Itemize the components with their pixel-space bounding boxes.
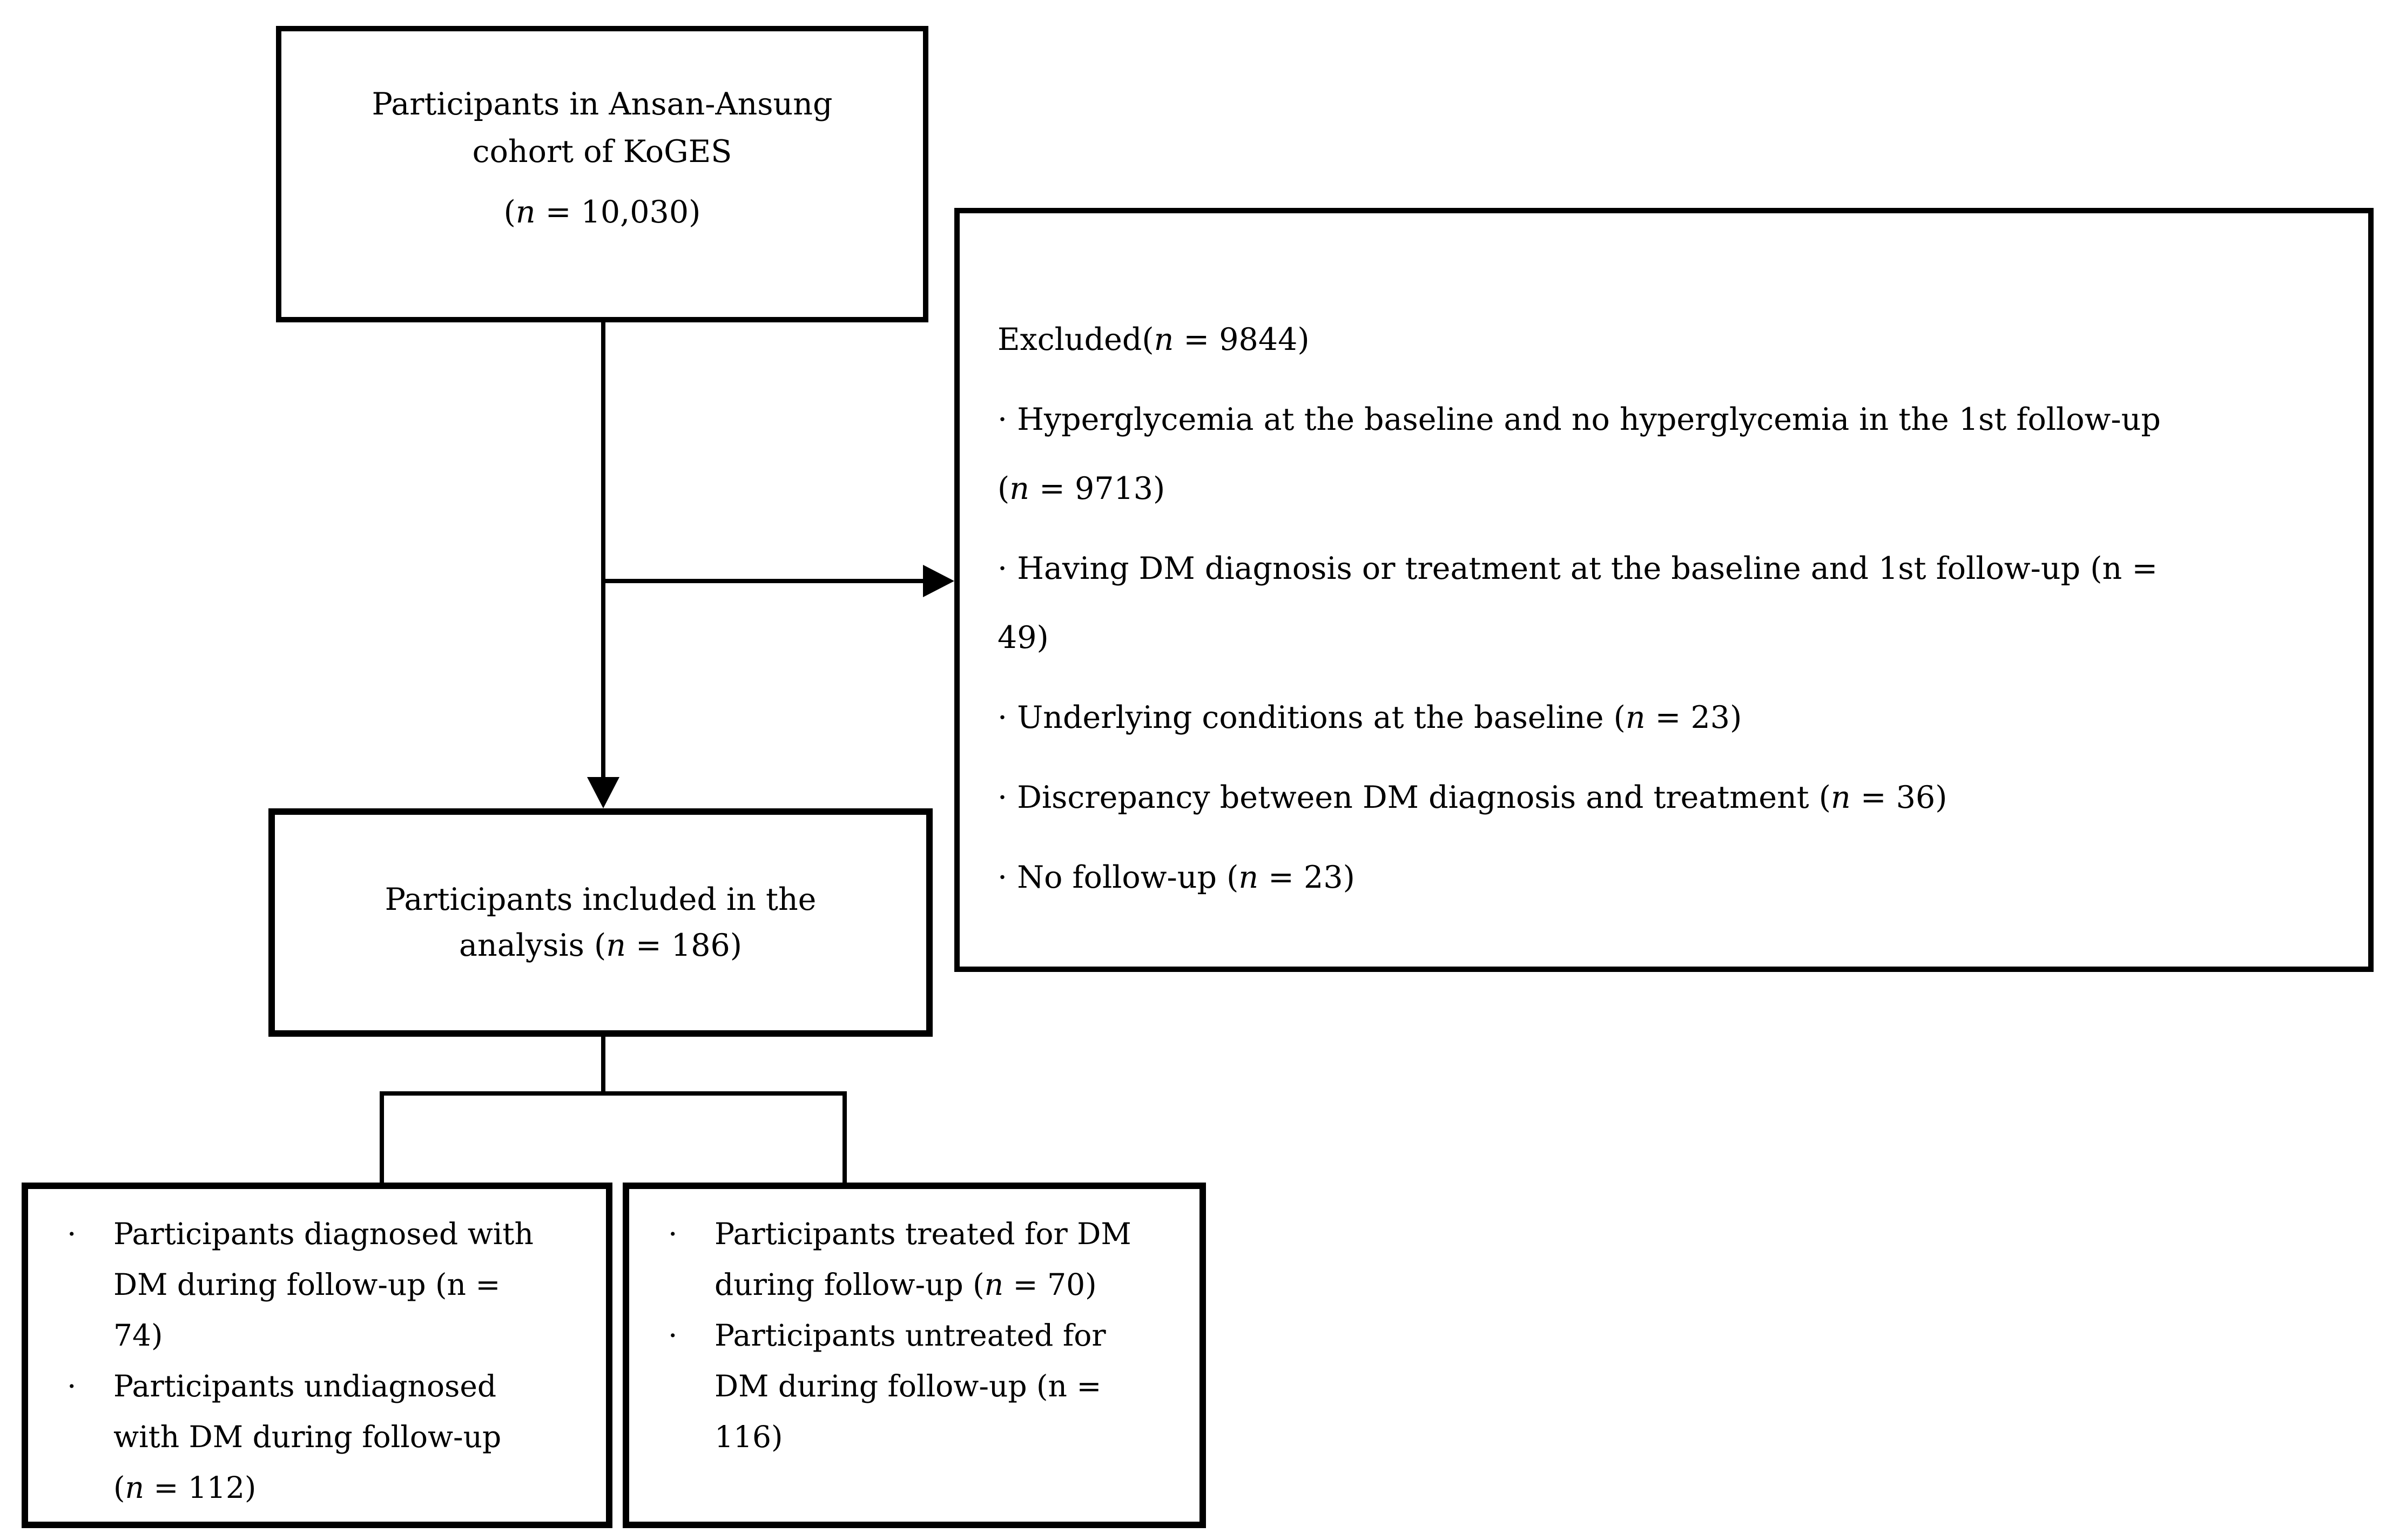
connector-analysis-stem bbox=[601, 1037, 605, 1096]
bullet-icon: · bbox=[67, 1217, 77, 1251]
connector-branch-right bbox=[843, 1091, 847, 1183]
right-arrowhead-icon bbox=[923, 565, 954, 597]
excluded-box: Excluded(n = 9844) · Hyperglycemia at th… bbox=[954, 208, 2374, 972]
cohort-box-count: (n = 10,030) bbox=[503, 194, 701, 230]
excluded-item-no-follow-up: · No follow-up (n = 23) bbox=[998, 860, 1355, 895]
excluded-item-underlying-conditions: · Underlying conditions at the baseline … bbox=[998, 700, 1742, 735]
bullet-icon: · bbox=[668, 1318, 678, 1353]
excluded-item-dm-diagnosis-treatment: · Having DM diagnosis or treatment at th… bbox=[998, 551, 2158, 656]
excluded-item-discrepancy: · Discrepancy between DM diagnosis and t… bbox=[998, 780, 1947, 815]
bullet-icon: · bbox=[67, 1369, 77, 1403]
connector-cohort-to-analysis bbox=[601, 322, 605, 780]
bullet-icon: · bbox=[668, 1217, 678, 1251]
down-arrowhead-icon bbox=[587, 777, 619, 808]
connector-branch-left bbox=[380, 1091, 384, 1183]
excluded-title: Excluded(n = 9844) bbox=[998, 322, 1310, 357]
connector-branch-horizontal bbox=[380, 1091, 847, 1096]
excluded-item-hyperglycemia: · Hyperglycemia at the baseline and no h… bbox=[998, 402, 2161, 506]
connector-to-excluded bbox=[603, 579, 925, 583]
